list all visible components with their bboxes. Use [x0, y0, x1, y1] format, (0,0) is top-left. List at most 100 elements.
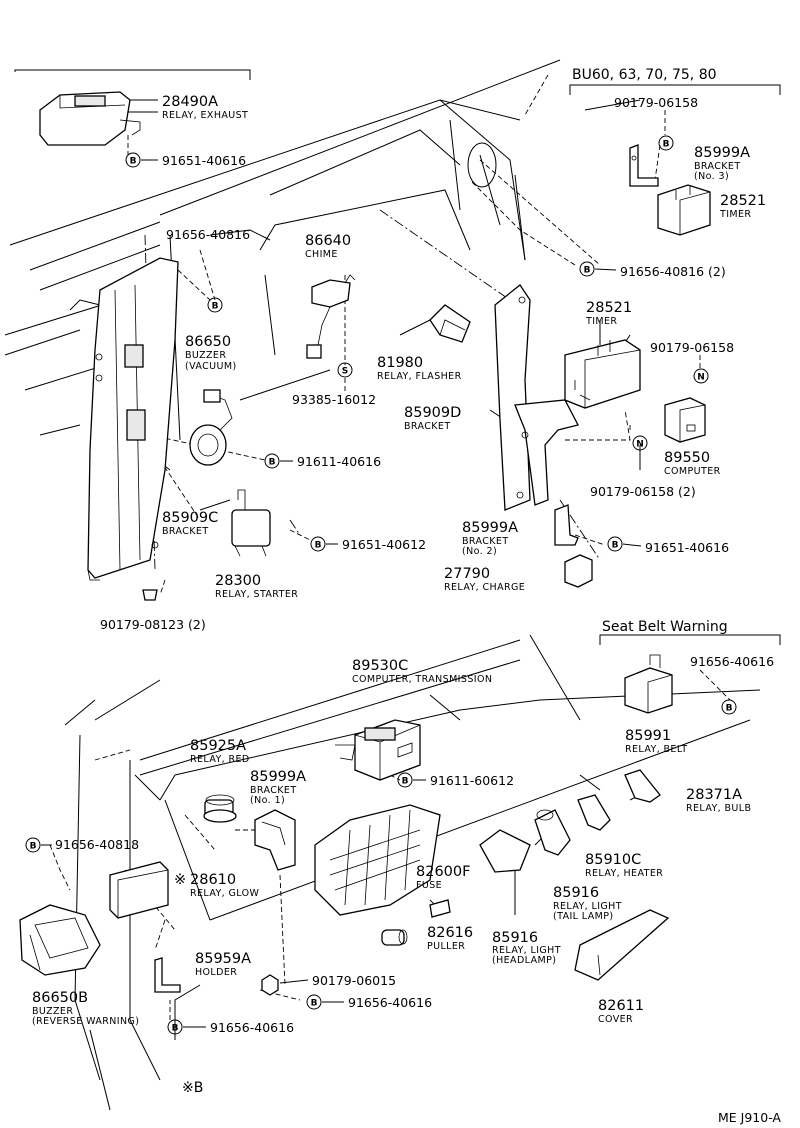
svg-text:B: B	[726, 704, 733, 714]
part-number: 85991	[625, 728, 671, 744]
circle-n-symbol: N	[693, 368, 709, 384]
circle-b-symbol: B	[607, 536, 623, 552]
part-description: FUSE	[416, 880, 442, 891]
svg-text:B: B	[663, 140, 670, 150]
part-description: TIMER	[585, 316, 617, 327]
part-description: RELAY, BELT	[625, 744, 687, 755]
fastener-number: 91651-40616	[162, 153, 246, 168]
relay-charge-drawing	[564, 554, 593, 588]
timer-28521-top-drawing	[657, 184, 711, 236]
part-description: RELAY, GLOW	[190, 888, 260, 899]
part-description: (VACUUM)	[185, 361, 237, 372]
part-labels: 28490A RELAY, EXHAUST 86640 CHIME 86650 …	[32, 94, 766, 1027]
fastener-number: 91611-40616	[297, 454, 381, 469]
computer-transmission-drawing	[335, 719, 421, 781]
circled-symbols: B B B B S N N B B B B B B B B	[25, 135, 737, 1035]
bracket-no2-drawing	[554, 504, 579, 546]
circle-b-symbol: B	[207, 297, 223, 313]
circle-b-symbol: B	[658, 135, 674, 151]
part-description: RELAY, EXHAUST	[162, 110, 248, 121]
fastener-number: 93385-16012	[292, 392, 376, 407]
buzzer-reverse-drawing	[19, 904, 101, 976]
svg-text:S: S	[342, 367, 348, 377]
fastener-number: 91656-40616	[690, 654, 774, 669]
part-description: BUZZER	[185, 350, 226, 361]
part-description: (No. 1)	[250, 795, 285, 806]
fastener-number: 91656-40616	[348, 995, 432, 1010]
part-number: 85916	[492, 930, 538, 946]
bu-models-header: BU60, 63, 70, 75, 80	[572, 67, 717, 83]
puller-drawing	[381, 929, 408, 946]
fastener-number: 90179-06015	[312, 973, 396, 988]
part-description: RELAY, FLASHER	[377, 371, 462, 382]
part-number: 85916	[553, 885, 599, 901]
svg-text:N: N	[636, 440, 644, 450]
asterisk-symbol: ※	[174, 872, 186, 888]
svg-text:B: B	[30, 842, 37, 852]
part-number: 85925A	[190, 738, 246, 754]
part-description: BRACKET	[162, 526, 209, 537]
relay-flasher-drawing	[429, 304, 471, 343]
relay-heater-drawing	[577, 794, 611, 831]
nut-drawing	[261, 974, 279, 996]
bolt-drawing	[142, 589, 158, 601]
cover-drawing	[574, 909, 670, 981]
holder-drawing	[154, 957, 181, 993]
relay-red-drawing	[203, 794, 237, 823]
part-description: (No. 2)	[462, 546, 497, 557]
part-description: (No. 3)	[694, 171, 729, 182]
part-description: BRACKET	[250, 785, 297, 796]
part-number: 85910C	[585, 852, 641, 868]
bracket-no1-drawing	[254, 809, 296, 871]
note-b-label: ※B	[182, 1080, 203, 1096]
bracket-85909c-drawing	[87, 257, 179, 581]
part-description: TIMER	[719, 209, 751, 220]
svg-text:B: B	[315, 541, 322, 551]
part-description: COMPUTER, TRANSMISSION	[352, 674, 492, 685]
fastener-number: 91651-40616	[645, 540, 729, 555]
part-description: BUZZER	[32, 1006, 73, 1017]
svg-text:B: B	[402, 777, 409, 787]
circle-b-symbol: B	[25, 837, 41, 853]
timer-28521-mid-drawing	[564, 339, 641, 409]
part-description: (REVERSE WARNING)	[32, 1016, 139, 1027]
relay-glow-drawing	[109, 861, 169, 919]
circle-b-symbol: B	[167, 1019, 183, 1035]
fastener-number: 91656-40816 (2)	[620, 264, 726, 279]
circle-b-symbol: B	[721, 699, 737, 715]
part-number: 85999A	[694, 145, 750, 161]
part-description: CHIME	[305, 249, 338, 260]
part-description: BRACKET	[404, 421, 451, 432]
fuse-box-drawing	[314, 804, 441, 916]
part-number: 28521	[720, 193, 766, 209]
symbol-connectors	[41, 159, 642, 1028]
svg-text:N: N	[697, 373, 705, 383]
parts-drawings	[19, 91, 711, 996]
part-number: 85959A	[195, 951, 251, 967]
part-number: 86650B	[32, 990, 88, 1006]
fastener-number: 91656-40616	[210, 1020, 294, 1035]
part-number: 86650	[185, 334, 231, 350]
seat-belt-warning-header: Seat Belt Warning	[602, 619, 728, 635]
relay-bulb-drawing	[624, 769, 661, 803]
part-number: 89550	[664, 450, 710, 466]
part-number: 82611	[598, 998, 644, 1014]
part-number: 89530C	[352, 658, 408, 674]
circle-b-symbol: B	[306, 994, 322, 1010]
circle-s-symbol: S	[337, 362, 353, 378]
part-description: RELAY, LIGHT	[553, 901, 622, 912]
svg-text:B: B	[130, 157, 137, 167]
fastener-number: 91651-40612	[342, 537, 426, 552]
part-description: RELAY, RED	[190, 754, 250, 765]
part-number: 28490A	[162, 94, 218, 110]
part-description: (HEADLAMP)	[492, 955, 556, 966]
buzzer-vacuum-drawing	[189, 389, 233, 466]
part-number: 82600F	[416, 864, 470, 880]
part-description: (TAIL LAMP)	[553, 911, 613, 922]
part-number: 81980	[377, 355, 423, 371]
relay-exhaust-drawing	[39, 91, 141, 146]
svg-text:B: B	[172, 1024, 179, 1034]
part-number: 27790	[444, 566, 490, 582]
fastener-number: 91656-40816	[166, 227, 250, 242]
